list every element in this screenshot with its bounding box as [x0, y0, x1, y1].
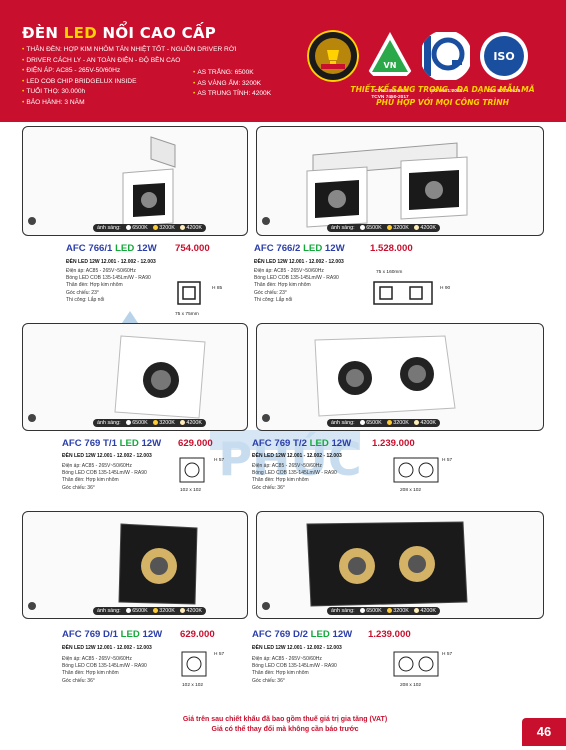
catalog-header: ĐÈN LED NỔI CAO CẤP •THÂN ĐÈN: HỢP KIM N… — [0, 0, 566, 122]
light-color-options: ánh sáng: 6500K 3200K 4200K — [93, 224, 206, 232]
feature-item: •TUỔI THỌ: 30.000h — [22, 88, 86, 95]
product-code: ĐÈN LED 12W 12.001 - 12.002 - 12.003 — [252, 645, 342, 651]
rotate-icon — [28, 414, 36, 422]
dimension-size: 102 x 102 — [182, 683, 204, 688]
iso-badge: ISO ISO 9001:2015 — [478, 30, 530, 95]
iso-icon: ISO — [480, 32, 528, 80]
dimension-height: H 57 — [442, 458, 453, 463]
price: 754.000 — [175, 243, 210, 254]
dimension-size: 75 x 75mm — [175, 312, 199, 317]
spec-list: Điện áp: AC85 - 265V~50/60Hz Bóng LED CO… — [62, 463, 147, 491]
dimension-height: H 85 — [212, 286, 223, 291]
rotate-icon — [262, 217, 270, 225]
dimension-height: H 90 — [440, 286, 451, 291]
slogan: THIẾT KẾ SANG TRỌNG - ĐA DẠNG MẪU MÃ PHÙ… — [350, 85, 535, 107]
product-code: ĐÈN LED 12W 12.001 - 12.002 - 12.003 — [62, 453, 152, 459]
product-code: ĐÈN LED 12W 12.001 - 12.002 - 12.003 — [62, 645, 152, 651]
dimension-drawing — [373, 281, 433, 305]
page-number: 46 — [522, 718, 566, 746]
surface-light-769d1-illustration — [118, 523, 198, 605]
feature-item: •AS VÀNG ẤM: 3200K — [193, 79, 262, 87]
rotate-icon — [28, 217, 36, 225]
quacert-icon — [422, 32, 470, 80]
quacert-badge: ISO 9001:2008 — [420, 30, 472, 95]
spec-list: Điện áp: AC85 - 265V~50/60Hz Bóng LED CO… — [62, 656, 147, 684]
dimension-height: H 57 — [442, 652, 453, 657]
spec-list: Điện áp: AC85 - 265V~50/60Hz Bóng LED CO… — [252, 463, 337, 491]
spotlight-766-2-illustration — [306, 142, 468, 228]
feature-item: •ĐIỆN ÁP: AC85 - 265V-50/60Hz — [22, 67, 121, 74]
model-name: AFC 769 T/2 LED 12W — [252, 438, 352, 449]
model-name: AFC 769 D/2 LED 12W — [252, 629, 353, 640]
product-image-panel: ánh sáng: 6500K 3200K 4200K — [256, 323, 544, 431]
dimension-drawing — [393, 651, 439, 677]
award-icon — [307, 30, 359, 82]
price: 1.528.000 — [370, 243, 413, 254]
price: 1.239.000 — [372, 438, 415, 449]
light-color-options: ánh sáng: 6500K 3200K 4200K — [327, 607, 440, 615]
price-note: Giá trên sau chiết khấu đã bao gồm thuế … — [182, 716, 388, 733]
section-title: ĐÈN LED NỔI CAO CẤP — [22, 24, 217, 42]
award-badge — [307, 30, 359, 87]
surface-light-769d2-illustration — [306, 521, 468, 607]
svg-text:ISO: ISO — [493, 50, 514, 63]
surface-light-769t1-illustration — [114, 335, 206, 419]
light-color-options: ánh sáng: 6500K 3200K 4200K — [327, 224, 440, 232]
feature-item: •THÂN ĐÈN: HỢP KIM NHÔM TẢN NHIỆT TỐT - … — [22, 46, 237, 53]
feature-item: •DRIVER CÁCH LY - AN TOÀN ĐIỆN - ĐỘ BỀN … — [22, 56, 181, 64]
product-code: ĐÈN LED 12W 12.001 - 12.002 - 12.003 — [252, 453, 342, 459]
dimension-size: 75 x 160mm — [376, 270, 403, 275]
model-name: AFC 769 T/1 LED 12W — [62, 438, 162, 449]
feature-item: •AS TRUNG TÍNH: 4200K — [193, 90, 272, 97]
price: 629.000 — [178, 438, 213, 449]
feature-item: •AS TRẮNG: 6500K — [193, 69, 254, 76]
standard-badge: VN TCVN 7450-2007 TCVN 7450-2017 — [364, 30, 416, 101]
dimension-drawing — [179, 457, 205, 483]
spec-list: Điện áp: AC85 - 265V~50/60Hz Bóng LED CO… — [252, 656, 337, 684]
feature-list: •THÂN ĐÈN: HỢP KIM NHÔM TẢN NHIỆT TỐT - … — [22, 45, 362, 108]
svg-text:VN: VN — [384, 61, 397, 70]
product-image-panel: ánh sáng: 6500K 3200K 4200K — [22, 126, 248, 236]
dimension-height: H 57 — [214, 458, 225, 463]
dimension-size: 208 x 102 — [400, 683, 422, 688]
surface-light-769t2-illustration — [314, 335, 456, 417]
product-image-panel: ánh sáng: 6500K 3200K 4200K — [22, 323, 248, 431]
light-color-options: ánh sáng: 6500K 3200K 4200K — [93, 607, 206, 615]
rotate-icon — [262, 414, 270, 422]
light-color-options: ánh sáng: 6500K 3200K 4200K — [327, 419, 440, 427]
product-code: ĐÈN LED 12W 12.001 - 12.002 - 12.003 — [254, 259, 344, 265]
spec-list: Điện áp: AC85 - 265V~50/60Hz Bóng LED CO… — [66, 268, 151, 303]
model-name: AFC 769 D/1 LED 12W — [62, 629, 163, 640]
feature-item: •BẢO HÀNH: 3 NĂM — [22, 98, 85, 106]
dimension-height: H 57 — [214, 652, 225, 657]
dimension-drawing — [181, 651, 207, 677]
dimension-size: 102 x 102 — [180, 488, 202, 493]
product-image-panel: ánh sáng: 6500K 3200K 4200K — [22, 511, 248, 619]
light-color-options: ánh sáng: 6500K 3200K 4200K — [93, 419, 206, 427]
price: 629.000 — [180, 629, 215, 640]
color-temp-list: •AS TRẮNG: 6500K •AS VÀNG ẤM: 3200K •AS … — [193, 68, 271, 100]
dimension-drawing — [177, 281, 201, 305]
spotlight-766-1-illustration — [122, 136, 176, 228]
product-image-panel: ánh sáng: 6500K 3200K 4200K — [256, 511, 544, 619]
spec-list: Điện áp: AC85 - 265V~50/60Hz Bóng LED CO… — [254, 268, 339, 303]
certification-icon: VN — [366, 32, 414, 76]
model-name: AFC 766/1 LED 12W — [66, 243, 157, 254]
price: 1.239.000 — [368, 629, 411, 640]
dimension-drawing — [393, 457, 439, 483]
model-name: AFC 766/2 LED 12W — [254, 243, 345, 254]
rotate-icon — [28, 602, 36, 610]
product-code: ĐÈN LED 12W 12.001 - 12.002 - 12.003 — [66, 259, 156, 265]
product-image-panel: ánh sáng: 6500K 3200K 4200K — [256, 126, 544, 236]
dimension-size: 208 x 102 — [400, 488, 422, 493]
rotate-icon — [262, 602, 270, 610]
feature-item: •LED COB CHIP BRIDGELUX INSIDE — [22, 77, 137, 85]
